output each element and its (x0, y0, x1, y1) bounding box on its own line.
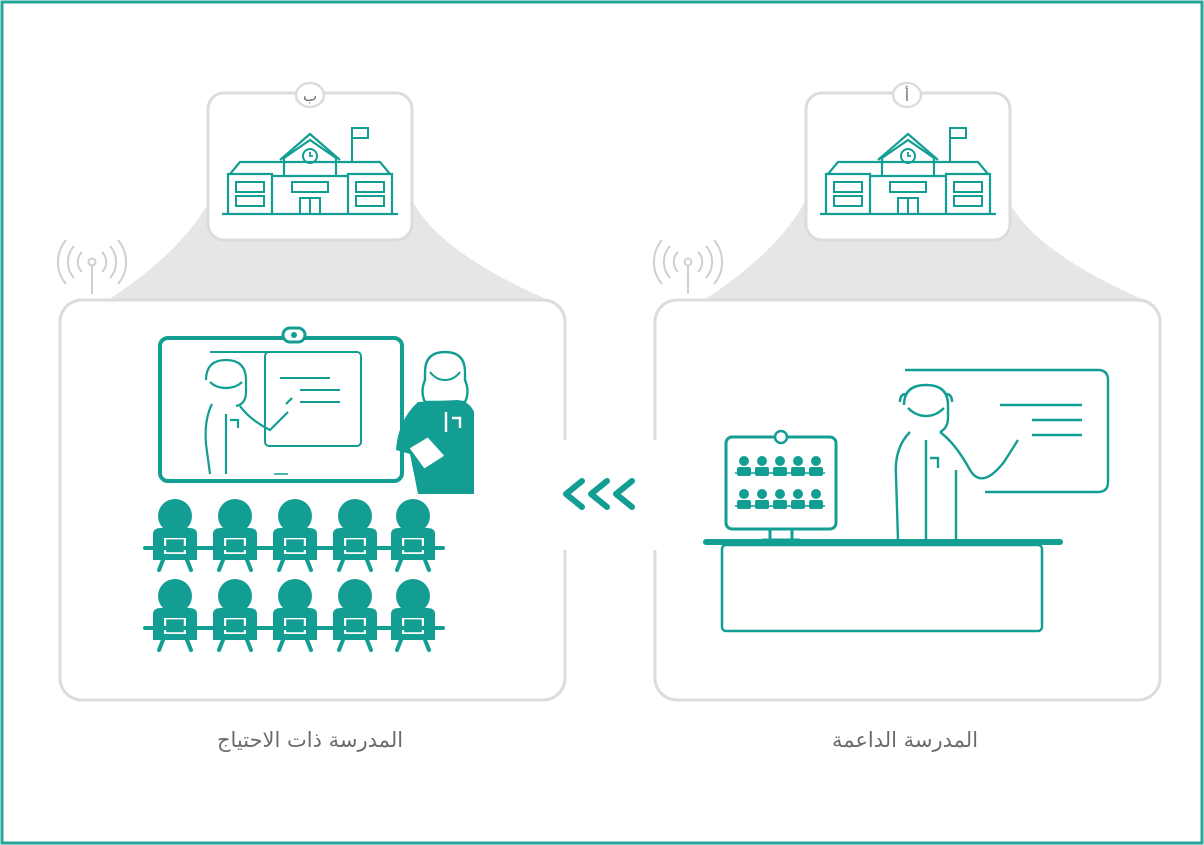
school-b-caption: المدرسة ذات الاحتياج (216, 728, 404, 752)
remote-teacher-icon (204, 358, 293, 475)
school-b-letter: ب (303, 87, 317, 105)
monitor-icon (724, 429, 838, 542)
wifi-signal-icon (652, 239, 724, 295)
school-a-letter-badge: أ (891, 81, 923, 109)
whiteboard-icon (905, 368, 1110, 494)
school-a-letter: أ (905, 86, 909, 105)
wifi-signal-icon (56, 239, 128, 295)
school-b-building-box (206, 91, 414, 242)
local-teacher-icon (396, 350, 474, 494)
teacher-icon (894, 383, 1020, 541)
school-a-caption: المدرسة الداعمة (831, 728, 979, 752)
chevrons-left-icon (563, 478, 635, 510)
school-b-letter-badge: ب (294, 81, 326, 109)
desk-icon (703, 539, 1063, 633)
school-a-building-box (804, 91, 1012, 242)
video-screen-icon (158, 326, 404, 483)
